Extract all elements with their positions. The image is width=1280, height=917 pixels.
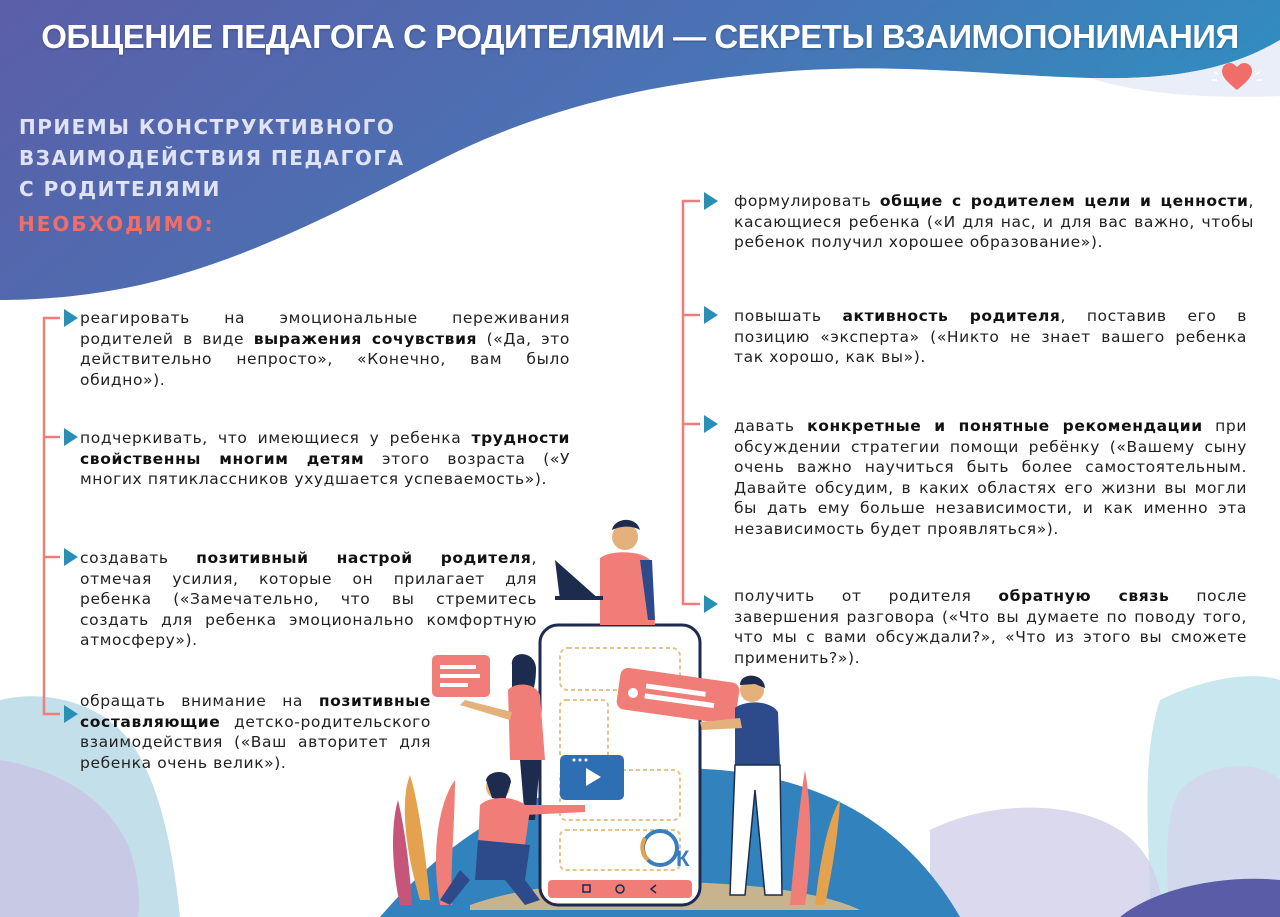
item-text: после завершения разговора («Что вы дума… (734, 587, 1247, 667)
item-bold-text: конкретные и понятные рекомендации (807, 417, 1203, 435)
item-bold-text: позитивные составляющие (80, 692, 431, 731)
item-bold-text: обратную связь (998, 587, 1170, 605)
list-item: обращать внимание на позитивные составля… (80, 691, 431, 773)
item-bold-text: активность родителя (842, 307, 1061, 325)
item-text: («Да, это действительно непросто», «Коне… (80, 329, 570, 389)
item-text: создавать (80, 549, 197, 567)
item-text: этого возраста («У многих пятиклассников… (80, 449, 570, 489)
section-subtitle: ПРИЕМЫ КОНСТРУКТИВНОГО ВЗАИМОДЕЙСТВИЯ ПЕ… (19, 112, 439, 205)
item-bold-text: трудности свойственны многим детям (80, 429, 570, 468)
item-text: давать (734, 417, 808, 435)
item-text: при обсуждении стратегии помощи ребёнку … (734, 417, 1248, 538)
item-text: , касающиеся ребенка («И для нас, и для … (734, 192, 1254, 251)
item-text: реагировать на эмоциональные переживания… (80, 309, 570, 348)
page-title: ОБЩЕНИЕ ПЕДАГОГА С РОДИТЕЛЯМИ — СЕКРЕТЫ … (41, 18, 1239, 55)
subtitle-line: ВЗАИМОДЕЙСТВИЯ ПЕДАГОГА (19, 146, 405, 170)
item-text: детско-родительского взаимодействия («Ва… (80, 712, 431, 772)
item-text: , поставив его в позицию «эксперта» («Ни… (734, 307, 1247, 366)
heart-in-hand-icon (1203, 63, 1268, 126)
item-bold-text: позитивный настрой родителя (196, 549, 532, 567)
item-bold-text: выражения сочувствия (253, 329, 478, 348)
item-text: повышать (734, 307, 843, 325)
item-bold-text: общие с родителем цели и ценности (879, 192, 1249, 210)
need-label: НЕОБХОДИМО: (18, 212, 215, 236)
subtitle-line: С РОДИТЕЛЯМИ (19, 177, 221, 201)
list-item: создавать позитивный настрой родителя, о… (80, 548, 537, 651)
item-text: обращать внимание на (80, 692, 319, 710)
item-text: получить от родителя (734, 587, 999, 605)
item-text: подчеркивать, что имеющиеся у ребенка (80, 429, 472, 447)
list-item: подчеркивать, что имеющиеся у ребенка тр… (80, 428, 570, 490)
svg-text:К: К (676, 846, 690, 871)
subtitle-line: ПРИЕМЫ КОНСТРУКТИВНОГО (19, 115, 396, 139)
item-text: , отмечая усилия, которые он прилагает д… (80, 549, 537, 649)
list-item: повышать активность родителя, поставив е… (734, 306, 1247, 368)
list-item: формулировать общие с родителем цели и ц… (734, 191, 1254, 253)
list-item: получить от родителя обратную связь посл… (734, 586, 1247, 668)
list-item: реагировать на эмоциональные переживания… (80, 308, 570, 390)
item-text: формулировать (734, 192, 880, 210)
list-item: давать конкретные и понятные рекомендаци… (734, 416, 1247, 539)
